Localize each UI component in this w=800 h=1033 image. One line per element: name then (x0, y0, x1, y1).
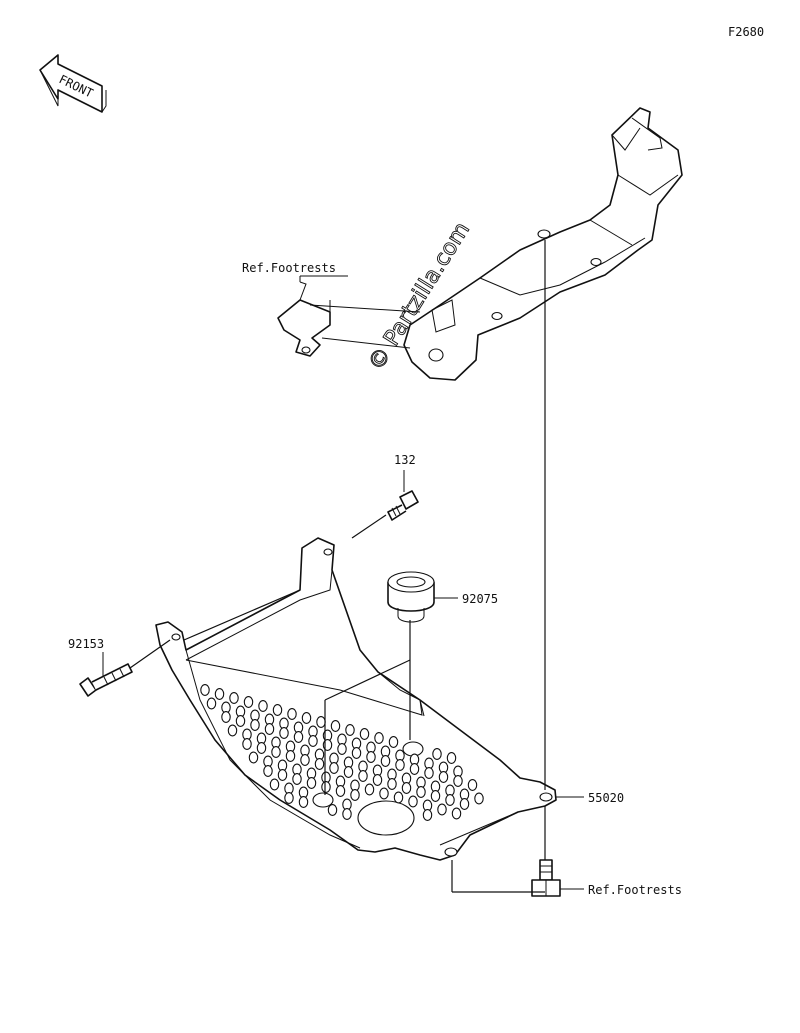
perforation-hole (345, 724, 355, 736)
perforation-hole (301, 712, 312, 724)
perforation-hole (446, 752, 457, 764)
leader-lines (102, 240, 584, 893)
perforation-hole (248, 751, 259, 764)
perforation-hole (300, 754, 310, 766)
skid-plate-55020 (155, 537, 557, 861)
callout-ref-footrests-top: Ref.Footrests (242, 261, 336, 275)
perforation-hole (327, 804, 338, 816)
perforation-hole (430, 790, 441, 802)
perforation-hole (445, 794, 455, 806)
perforation-hole (387, 778, 397, 790)
perforation-hole (243, 696, 254, 708)
perforation-hole (271, 746, 281, 758)
callout-ref-footrests-bottom: Ref.Footrests (588, 883, 682, 897)
figure-code: F2680 (728, 25, 764, 39)
perforation-hole (308, 735, 318, 747)
perforation-hole (366, 751, 376, 763)
perforation-hole (272, 704, 283, 716)
perforation-hole (293, 731, 304, 743)
perforation-hole (214, 688, 225, 700)
perforation-hole (380, 755, 391, 767)
bolt-92153 (79, 663, 133, 697)
perforation-hole (250, 719, 260, 731)
perforation-hole (277, 769, 288, 781)
bolt-132 (387, 490, 419, 521)
perforation-hole (298, 796, 309, 808)
perforation-hole (256, 742, 267, 754)
perforation-hole (372, 774, 383, 786)
perforation-hole (279, 727, 289, 739)
perforation-hole (438, 771, 449, 783)
perforation-hole (393, 791, 404, 804)
perforation-hole (263, 765, 273, 777)
perforation-hole (229, 692, 239, 704)
perforation-hole (306, 777, 317, 789)
callout-part-132: 132 (394, 453, 416, 467)
perforation-hole (388, 736, 399, 748)
bolt-bottom (531, 859, 561, 897)
perforation-hole (467, 779, 478, 791)
perforation-hole (374, 732, 384, 744)
perforation-hole (364, 783, 375, 796)
perforation-hole (269, 778, 280, 791)
perforation-hole (395, 759, 405, 771)
spacer-92075 (387, 571, 435, 623)
perforation-hole (358, 770, 368, 782)
perforation-hole (292, 773, 302, 785)
callout-part-55020: 55020 (588, 791, 624, 805)
perforation-hole (401, 782, 412, 794)
perforation-hole (235, 715, 246, 727)
perforation-hole (264, 723, 275, 735)
perforation-holes (200, 684, 484, 821)
perforation-hole (335, 785, 346, 797)
perforation-hole (432, 748, 442, 760)
perforation-hole (258, 700, 268, 712)
perforation-hole (314, 758, 325, 770)
perforation-hole (316, 716, 326, 728)
perforation-hole (437, 803, 447, 816)
frame-bracket (403, 107, 683, 381)
perforation-hole (359, 728, 370, 740)
perforation-hole (221, 711, 231, 723)
perforation-hole (351, 747, 362, 759)
perforation-hole (474, 792, 484, 805)
perforation-hole (408, 795, 418, 808)
perforation-hole (329, 762, 339, 774)
perforation-hole (330, 720, 341, 732)
perforation-hole (321, 781, 331, 793)
footrest-bracket (277, 281, 421, 357)
perforation-hole (416, 786, 426, 798)
callout-part-92153: 92153 (68, 637, 104, 651)
callout-part-92075: 92075 (462, 592, 498, 606)
perforation-hole (342, 808, 352, 820)
perforation-hole (451, 807, 462, 820)
perforation-hole (284, 792, 294, 804)
perforation-hole (200, 684, 210, 696)
perforation-hole (343, 766, 354, 778)
front-arrow-icon: FRONT (39, 54, 107, 113)
perforation-hole (242, 738, 252, 750)
perforation-hole (206, 697, 217, 710)
perforation-hole (350, 789, 360, 801)
perforation-hole (379, 787, 389, 800)
perforation-hole (287, 708, 297, 720)
perforation-hole (227, 724, 238, 737)
perforation-hole (337, 743, 347, 755)
perforation-hole (409, 763, 420, 775)
perforation-hole (453, 775, 463, 787)
perforation-hole (422, 809, 433, 821)
perforation-hole (285, 750, 296, 762)
perforation-hole (424, 767, 434, 779)
perforation-hole (459, 798, 470, 810)
